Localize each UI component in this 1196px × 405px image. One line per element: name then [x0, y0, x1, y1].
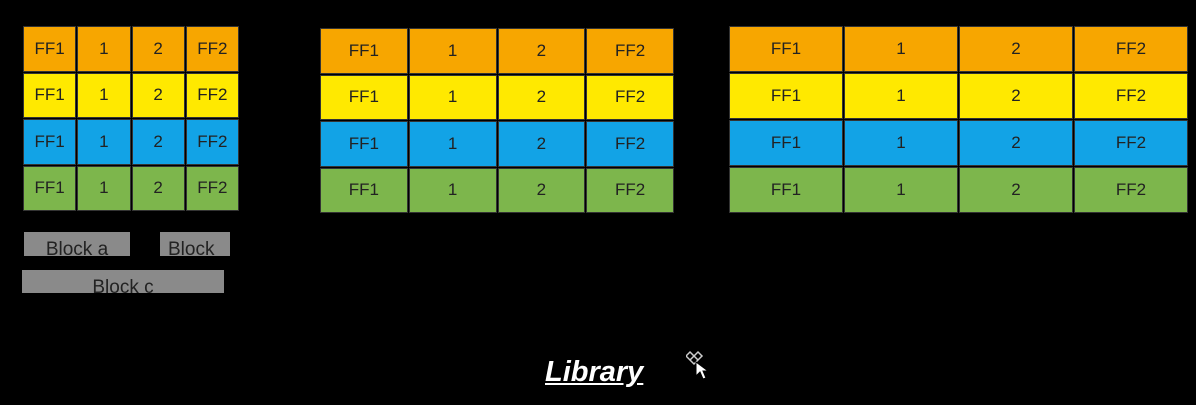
cell-ff2: FF2	[1074, 167, 1188, 213]
cell-ff1: FF1	[729, 73, 843, 119]
cell-ff2: FF2	[586, 74, 674, 120]
cell-1: 1	[408, 74, 497, 120]
cell-1: 1	[844, 26, 958, 72]
cell-ff2: FF2	[185, 26, 239, 72]
cell-ff1: FF1	[729, 26, 843, 72]
cell-ff2: FF2	[586, 28, 674, 74]
cell-2: 2	[131, 72, 185, 118]
cell-ff1: FF1	[23, 119, 77, 165]
cell-ff1: FF1	[23, 165, 77, 211]
cell-ff1: FF1	[729, 167, 843, 213]
cell-ff2: FF2	[1074, 120, 1188, 166]
cell-1: 1	[77, 165, 131, 211]
cell-2: 2	[131, 26, 185, 72]
cell-ff2: FF2	[586, 121, 674, 167]
cell-1: 1	[408, 121, 497, 167]
cell-2: 2	[497, 28, 586, 74]
block-b[interactable]: Block b	[160, 232, 230, 256]
cell-1: 1	[844, 73, 958, 119]
cell-1: 1	[77, 72, 131, 118]
block-c[interactable]: Block c	[22, 270, 224, 293]
cell-2: 2	[959, 73, 1073, 119]
cell-1: 1	[844, 120, 958, 166]
cell-ff2: FF2	[1074, 26, 1188, 72]
cell-ff1: FF1	[320, 121, 408, 167]
move-cursor-icon	[686, 350, 710, 380]
cell-ff1: FF1	[320, 74, 408, 120]
cell-1: 1	[408, 28, 497, 74]
library-title: Library	[545, 356, 644, 388]
block-a[interactable]: Block a	[24, 232, 130, 256]
cell-2: 2	[497, 167, 586, 213]
cell-ff2: FF2	[185, 72, 239, 118]
cell-2: 2	[959, 120, 1073, 166]
cell-2: 2	[497, 74, 586, 120]
cell-2: 2	[497, 121, 586, 167]
cell-ff1: FF1	[320, 167, 408, 213]
cell-ff2: FF2	[185, 119, 239, 165]
cell-1: 1	[408, 167, 497, 213]
cell-2: 2	[959, 167, 1073, 213]
cell-ff2: FF2	[586, 167, 674, 213]
cell-ff1: FF1	[23, 26, 77, 72]
cell-ff1: FF1	[23, 72, 77, 118]
cell-ff1: FF1	[729, 120, 843, 166]
cell-1: 1	[844, 167, 958, 213]
cell-ff2: FF2	[185, 165, 239, 211]
cell-1: 1	[77, 26, 131, 72]
cell-ff2: FF2	[1074, 73, 1188, 119]
cell-2: 2	[131, 165, 185, 211]
cell-ff1: FF1	[320, 28, 408, 74]
cell-1: 1	[77, 119, 131, 165]
cell-2: 2	[131, 119, 185, 165]
cell-2: 2	[959, 26, 1073, 72]
